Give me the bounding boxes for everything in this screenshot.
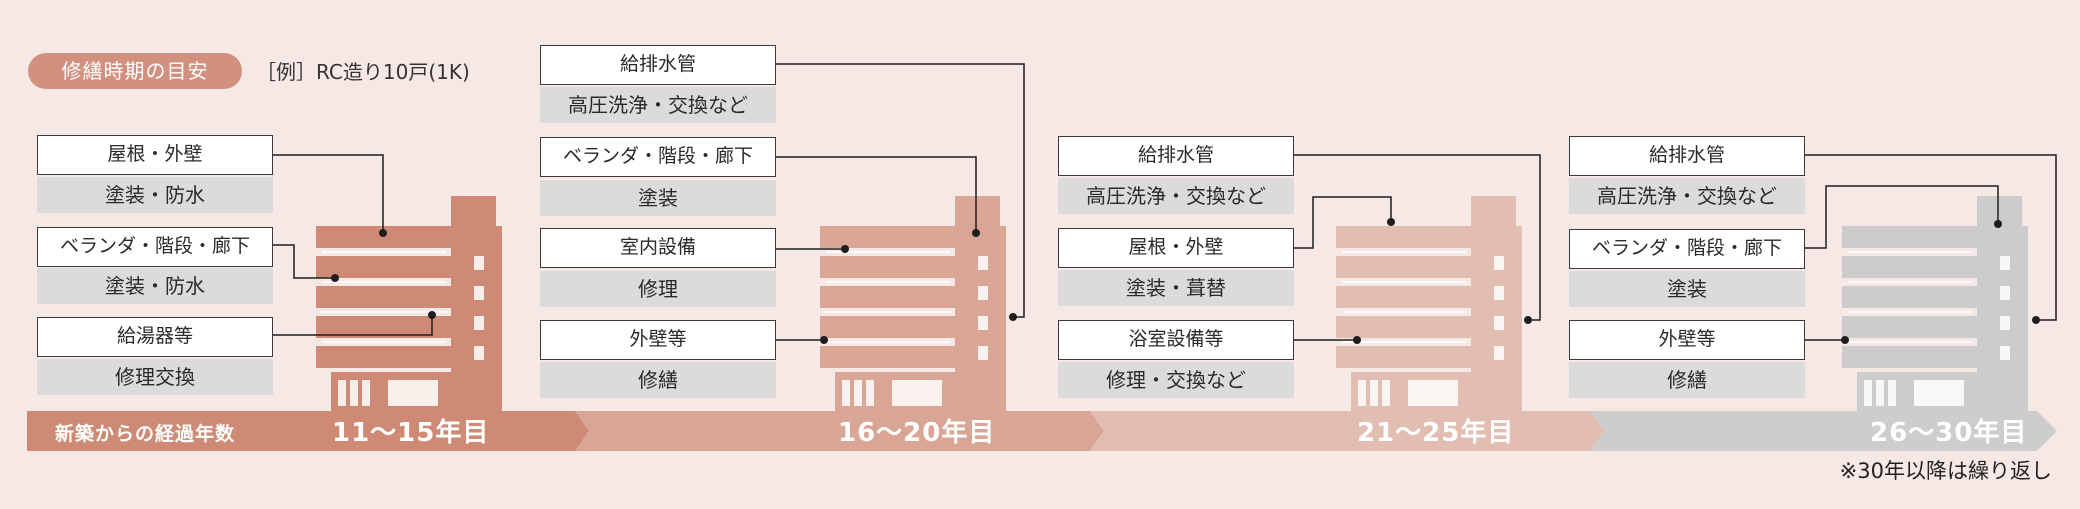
repair-item-detail: 塗装	[1569, 271, 1805, 307]
repair-item-detail: 修理交換	[37, 359, 273, 395]
building-illustration-2	[820, 196, 1006, 411]
header-pill: 修繕時期の目安	[28, 53, 242, 89]
building-illustration-4	[1842, 196, 2028, 411]
repair-item-title: 給湯器等	[37, 317, 273, 357]
repair-item-title: 外壁等	[540, 320, 776, 360]
repair-item-title: 屋根・外壁	[1058, 228, 1294, 268]
building-illustration-3	[1336, 196, 1522, 411]
repair-item-detail: 塗装・防水	[37, 177, 273, 213]
repair-item-title: ベランダ・階段・廊下	[540, 137, 776, 177]
timeline-segment-1	[27, 411, 589, 451]
building-illustration-1	[316, 196, 502, 411]
repair-item-detail: 修繕	[540, 362, 776, 398]
repair-item-title: 屋根・外壁	[37, 135, 273, 175]
repair-item-title: 外壁等	[1569, 320, 1805, 360]
timeline-arrow	[27, 411, 2057, 451]
repair-item-detail: 塗装	[540, 180, 776, 216]
repair-item-title: ベランダ・階段・廊下	[1569, 229, 1805, 269]
repair-item-detail: 修理・交換など	[1058, 362, 1294, 398]
repair-item-title: 給排水管	[540, 45, 776, 85]
period-label-3: 21～25年目	[1357, 418, 1515, 448]
repair-item-detail: 高圧洗浄・交換など	[540, 87, 776, 123]
timeline-segment-2	[575, 411, 1104, 451]
example-note: ［例］RC造り10戸(1K)	[256, 60, 470, 84]
repair-item-title: ベランダ・階段・廊下	[37, 227, 273, 267]
axis-label: 新築からの経過年数	[55, 423, 236, 445]
repair-item-detail: 塗装・葺替	[1058, 270, 1294, 306]
repair-item-detail: 塗装・防水	[37, 268, 273, 304]
period-label-4: 26～30年目	[1870, 418, 2028, 448]
repair-item-detail: 修繕	[1569, 362, 1805, 398]
timeline-segment-3	[1090, 411, 1604, 451]
repair-item-title: 室内設備	[540, 228, 776, 268]
repair-item-detail: 修理	[540, 271, 776, 307]
timeline-segment-4	[1590, 411, 2057, 451]
period-label-2: 16～20年目	[838, 418, 996, 448]
repair-item-title: 給排水管	[1058, 136, 1294, 176]
period-label-1: 11～15年目	[332, 418, 490, 448]
repair-item-title: 浴室設備等	[1058, 320, 1294, 360]
repair-item-detail: 高圧洗浄・交換など	[1569, 178, 1805, 214]
footnote: ※30年以降は繰り返し	[1839, 459, 2052, 483]
repair-item-detail: 高圧洗浄・交換など	[1058, 178, 1294, 214]
repair-item-title: 給排水管	[1569, 136, 1805, 176]
